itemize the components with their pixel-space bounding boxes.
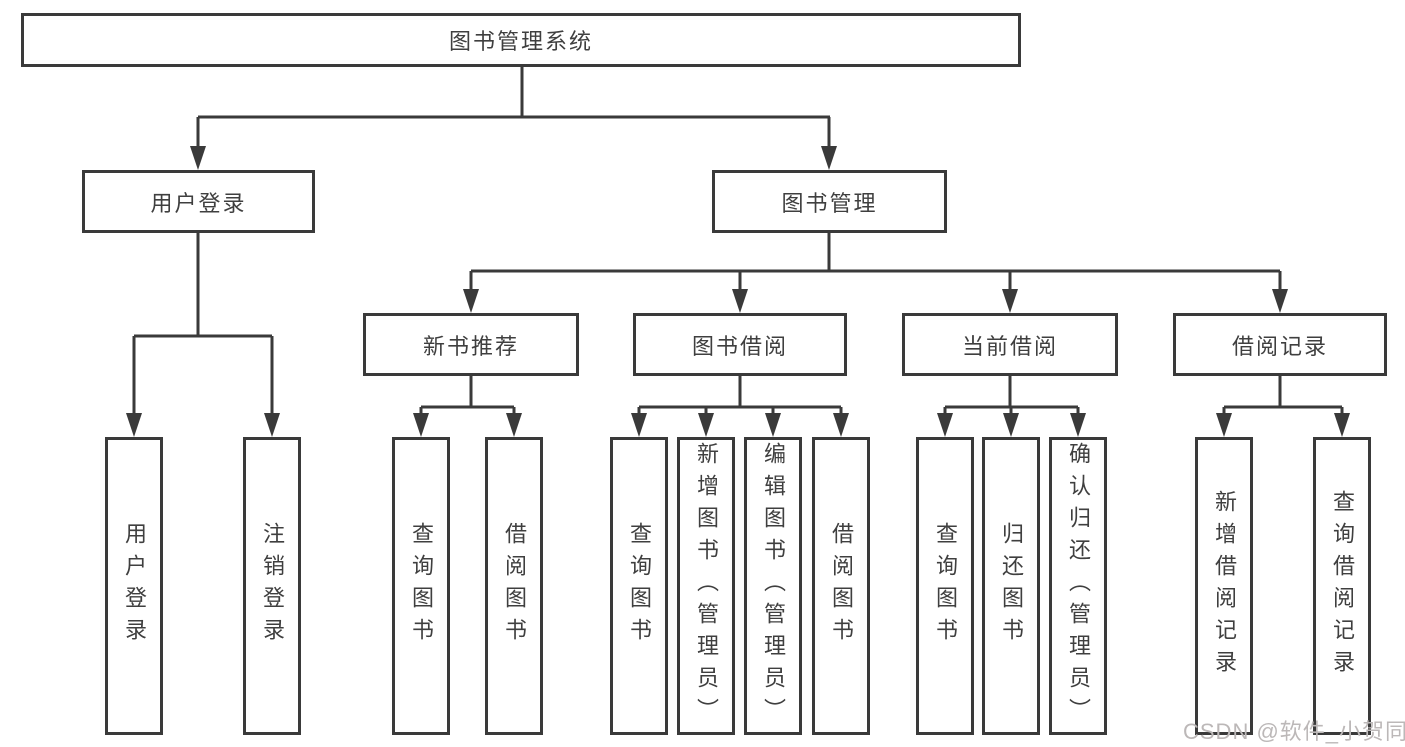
leaf-cb-return-books: 归还图书 <box>982 437 1040 735</box>
node-borrow-records: 借阅记录 <box>1173 313 1387 376</box>
leaf-logout: 注销登录 <box>243 437 301 735</box>
leaf-cb-confirm-return-admin: 确认归还（管理员） <box>1049 437 1107 735</box>
node-root-label: 图书管理系统 <box>448 29 593 54</box>
node-root: 图书管理系统 <box>21 13 1021 67</box>
node-label: 当前借阅 <box>961 333 1058 359</box>
leaf-label: 注销登录 <box>260 522 285 650</box>
node-label: 图书管理 <box>781 190 878 216</box>
leaf-nb-query-books: 查询图书 <box>392 437 450 735</box>
node-new-book-recommend: 新书推荐 <box>363 313 579 376</box>
node-book-management: 图书管理 <box>712 170 947 233</box>
leaf-label: 编辑图书（管理员） <box>761 442 786 730</box>
leaf-label: 借阅图书 <box>502 522 527 650</box>
leaf-label: 新增借阅记录 <box>1212 490 1237 682</box>
node-label: 用户登录 <box>150 190 247 216</box>
leaf-label: 新增图书（管理员） <box>694 442 719 730</box>
node-book-borrowing: 图书借阅 <box>633 313 847 376</box>
leaf-user-login: 用户登录 <box>105 437 163 735</box>
node-label: 借阅记录 <box>1231 333 1328 359</box>
leaf-label: 查询图书 <box>627 522 652 650</box>
leaf-nb-borrow-books: 借阅图书 <box>485 437 543 735</box>
node-label: 新书推荐 <box>422 333 519 359</box>
leaf-cb-query-books: 查询图书 <box>916 437 974 735</box>
leaf-label: 查询图书 <box>409 522 434 650</box>
leaf-bb-edit-books-admin: 编辑图书（管理员） <box>744 437 802 735</box>
leaf-label: 查询图书 <box>933 522 958 650</box>
leaf-br-query-record: 查询借阅记录 <box>1313 437 1371 735</box>
leaf-label: 确认归还（管理员） <box>1066 442 1091 730</box>
leaf-bb-query-books: 查询图书 <box>610 437 668 735</box>
leaf-label: 借阅图书 <box>829 522 854 650</box>
leaf-label: 查询借阅记录 <box>1330 490 1355 682</box>
leaf-label: 用户登录 <box>122 522 147 650</box>
leaf-bb-add-books-admin: 新增图书（管理员） <box>677 437 735 735</box>
watermark-text: CSDN @软件_小贺同学 <box>1183 719 1405 744</box>
node-label: 图书借阅 <box>691 333 788 359</box>
leaf-label: 归还图书 <box>999 522 1024 650</box>
leaf-br-add-record: 新增借阅记录 <box>1195 437 1253 735</box>
node-user-login: 用户登录 <box>82 170 315 233</box>
node-current-borrowing: 当前借阅 <box>902 313 1118 376</box>
leaf-bb-borrow-books: 借阅图书 <box>812 437 870 735</box>
